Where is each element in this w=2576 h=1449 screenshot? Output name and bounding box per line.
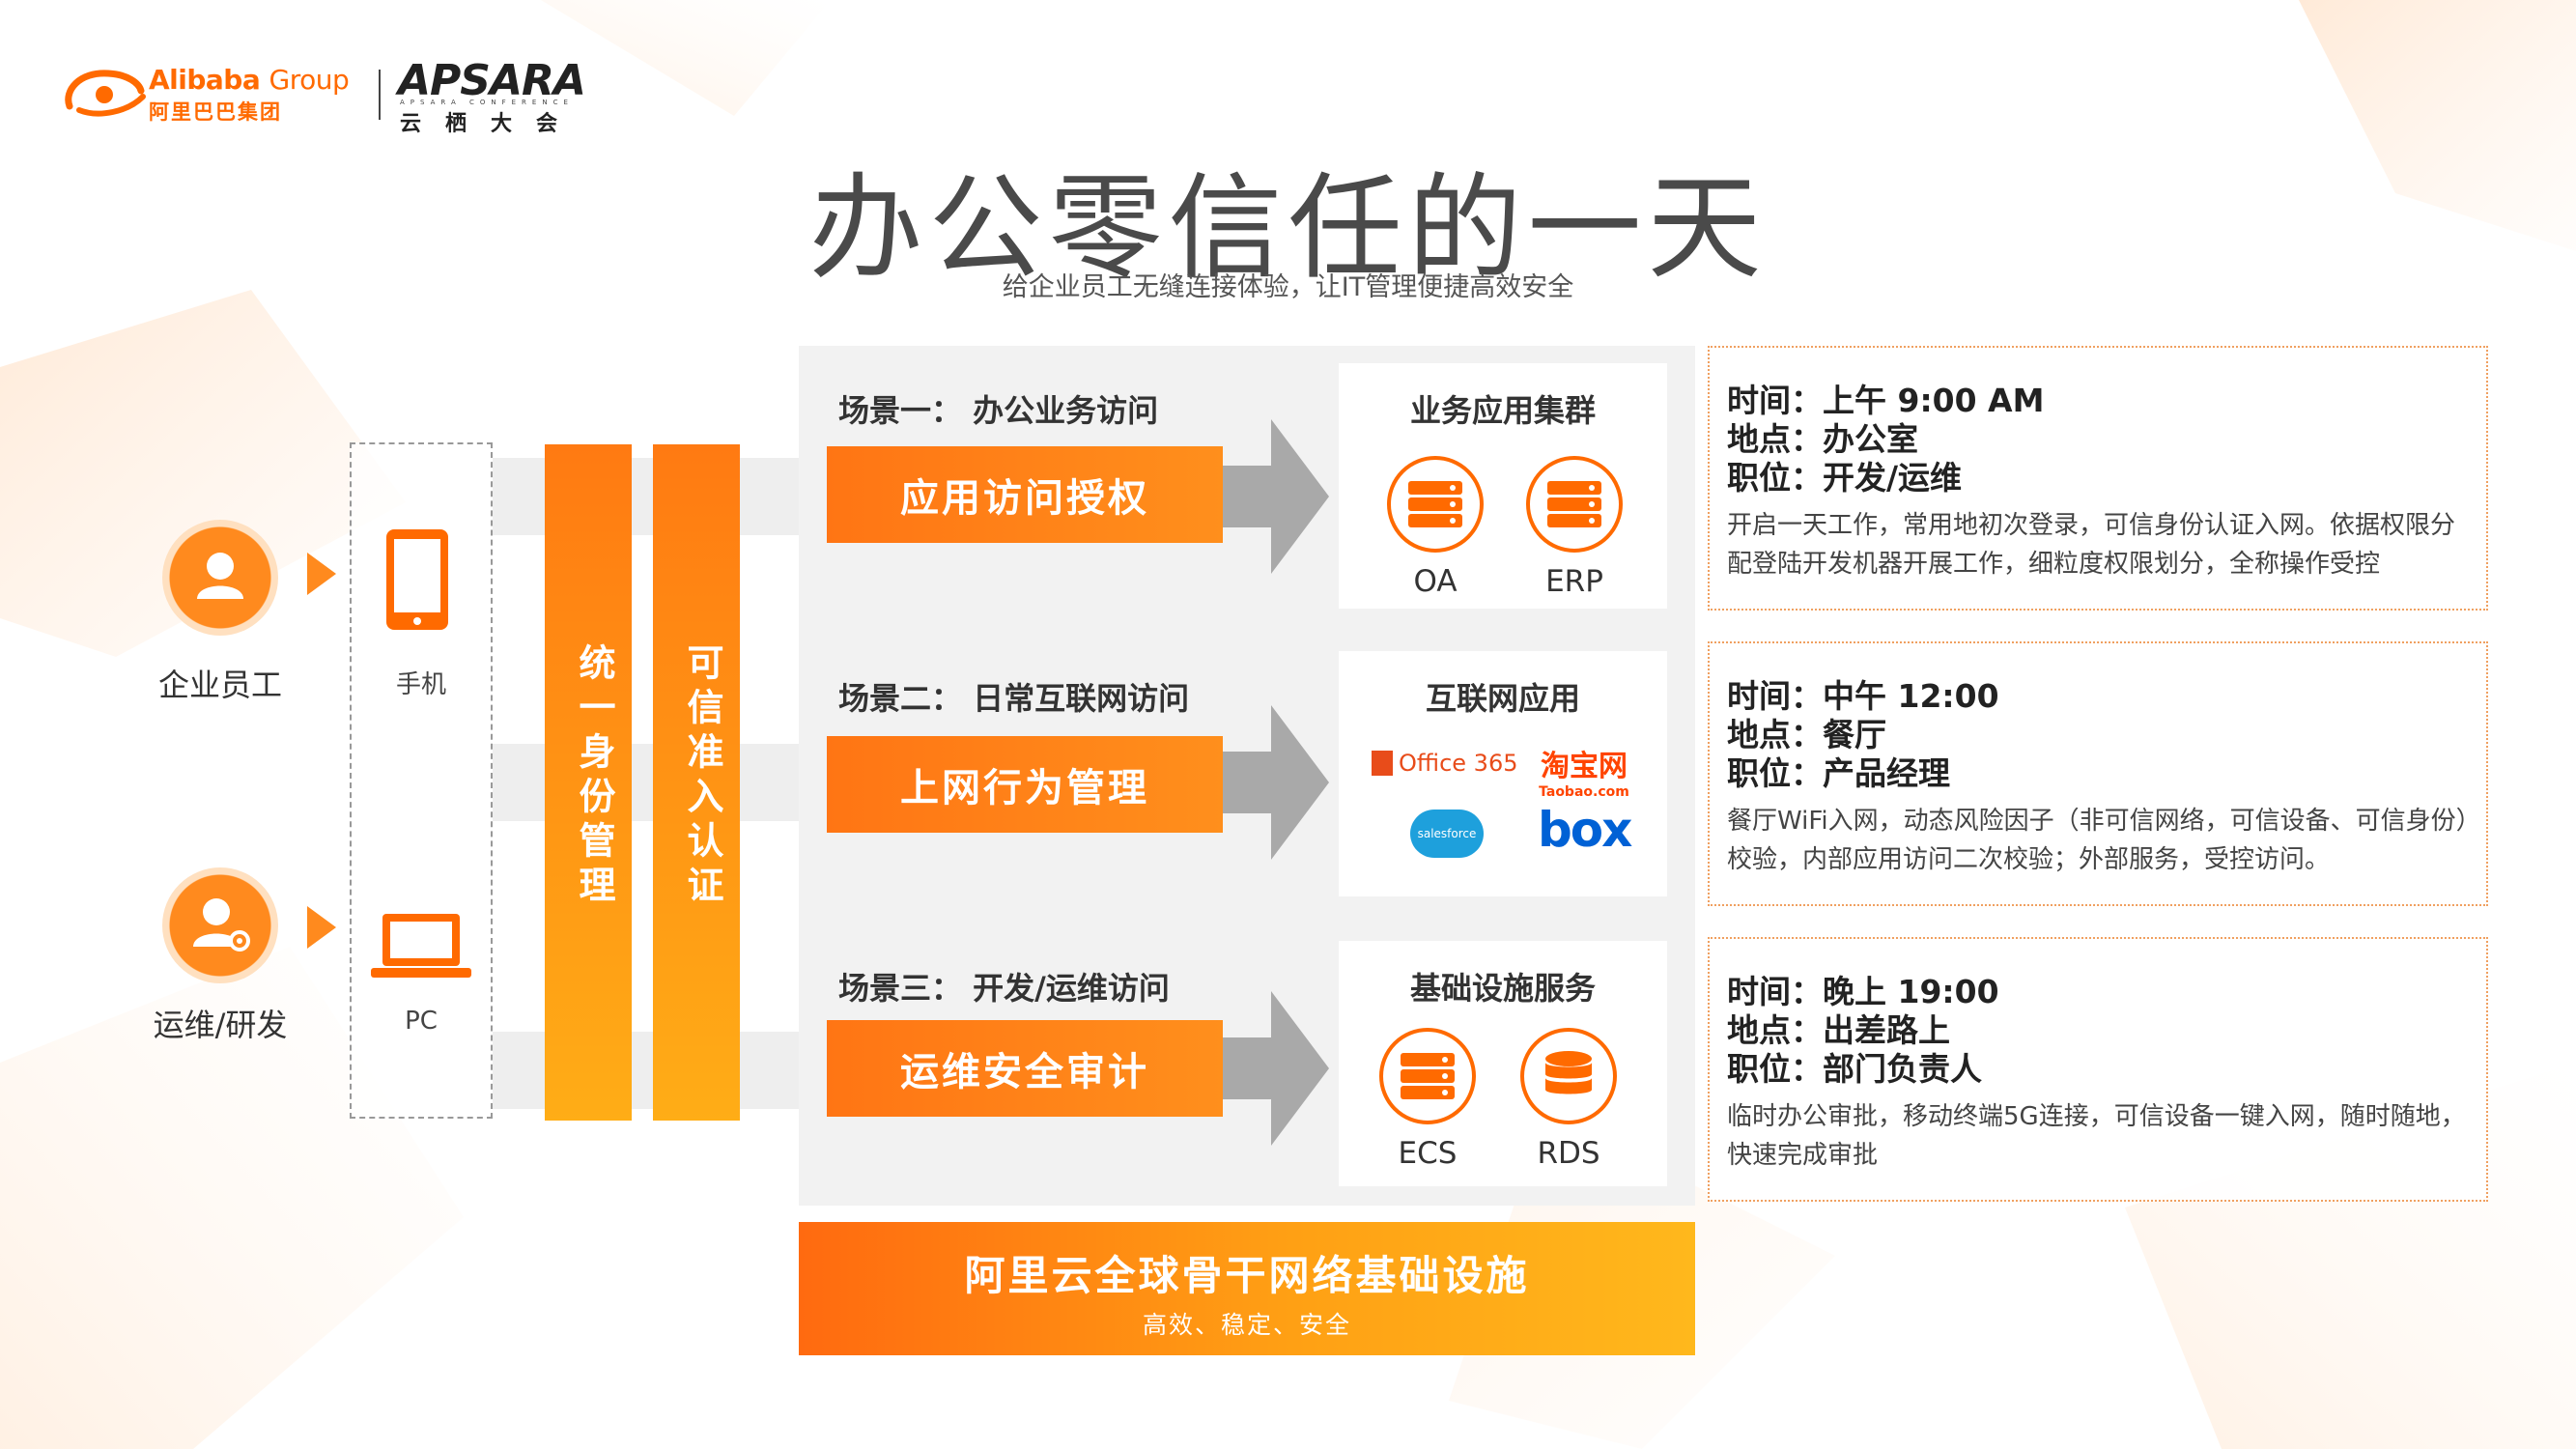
alibaba-name: Alibaba <box>149 64 261 96</box>
taobao-sub: Taobao.com <box>1539 784 1629 800</box>
apsara-cn-name: 云栖大会 <box>400 112 582 136</box>
scene-1-title: 场景一： 办公业务访问 <box>838 392 1159 429</box>
apsara-name: APSARA <box>398 56 586 105</box>
oa-server[interactable] <box>1387 456 1484 553</box>
connector-1 <box>493 458 802 535</box>
connector-2 <box>493 744 802 821</box>
app-access-auth-button[interactable]: 应用访问授权 <box>827 446 1223 543</box>
morning-place: 地点：办公室 <box>1727 420 1918 458</box>
evening-role: 职位：部门负责人 <box>1727 1050 1982 1088</box>
phone-icon <box>386 529 448 630</box>
infra-service-title: 基础设施服务 <box>1409 970 1596 1007</box>
oa-label: OA <box>1413 564 1458 599</box>
phone-label: 手机 <box>395 670 446 699</box>
office365-logo[interactable]: Office 365 <box>1372 750 1518 777</box>
ops-label: 运维/研发 <box>153 1007 288 1043</box>
server-icon <box>1408 481 1462 527</box>
business-app-title: 业务应用集群 <box>1409 392 1596 429</box>
scene-2-arrow-icon <box>1194 705 1329 860</box>
page-subtitle: 给企业员工无缝连接体验，让IT管理便捷高效安全 <box>1002 272 1574 302</box>
morning-desc: 开启一天工作，常用地初次登录，可信身份认证入网。依据权限分配登陆开发机器开展工作… <box>1727 511 2456 579</box>
morning-role: 职位：开发/运维 <box>1727 459 1963 497</box>
apsara-sub: APSARA CONFERENCE <box>400 99 574 106</box>
server-icon <box>1547 481 1601 527</box>
box-logo[interactable]: box <box>1538 802 1632 858</box>
server-icon <box>1401 1053 1455 1099</box>
employee-arrow-icon <box>307 553 336 595</box>
evening-place: 地点：出差路上 <box>1727 1011 1950 1049</box>
taobao-label: 淘宝网 <box>1541 750 1628 783</box>
rds-database[interactable] <box>1520 1028 1617 1124</box>
identity-management-label: 统一身份管理 <box>573 643 615 910</box>
trusted-access-label: 可信准入认证 <box>681 643 723 910</box>
rds-label: RDS <box>1537 1136 1600 1171</box>
ecs-label: ECS <box>1398 1136 1458 1171</box>
page-title: 办公零信任的一天 <box>808 161 1768 295</box>
info-card-evening: 时间：晚上 19:00 地点：出差路上 职位：部门负责人 临时办公审批，移动终端… <box>1708 937 2488 1202</box>
ops-arrow-icon <box>307 906 336 949</box>
erp-label: ERP <box>1545 564 1603 599</box>
user-gear-icon <box>193 898 250 952</box>
scene-1-arrow-icon <box>1194 419 1329 574</box>
internet-app-title: 互联网应用 <box>1425 680 1580 717</box>
alibaba-cn-name: 阿里巴巴集团 <box>149 100 282 124</box>
ops-audit-button[interactable]: 运维安全审计 <box>827 1020 1223 1117</box>
trusted-access-bar <box>653 444 740 1121</box>
laptop-icon <box>371 914 471 978</box>
banner-title: 阿里云全球骨干网络基础设施 <box>964 1252 1530 1299</box>
alibaba-group-logo: Alibaba Group 阿里巴巴集团 <box>60 60 369 128</box>
scene-2-title: 场景二： 日常互联网访问 <box>838 680 1190 717</box>
web-behavior-button[interactable]: 上网行为管理 <box>827 736 1223 833</box>
salesforce-logo[interactable]: salesforce <box>1410 810 1484 858</box>
info-card-noon: 时间：中午 12:00 地点：餐厅 职位：产品经理 餐厅WiFi入网，动态风险因… <box>1708 641 2488 906</box>
salesforce-label: salesforce <box>1417 827 1477 840</box>
logo-divider <box>379 70 381 120</box>
office-icon <box>1372 751 1393 776</box>
ops-avatar <box>162 867 278 983</box>
scene-3-arrow-icon <box>1194 991 1329 1146</box>
noon-place: 地点：餐厅 <box>1727 716 1886 753</box>
noon-role: 职位：产品经理 <box>1727 754 1950 792</box>
erp-server[interactable] <box>1526 456 1623 553</box>
identity-management-bar <box>545 444 632 1121</box>
noon-time: 时间：中午 12:00 <box>1727 677 1999 715</box>
user-icon <box>197 553 243 599</box>
employee-avatar <box>162 520 278 636</box>
apsara-conference-logo: APSARA APSARA CONFERENCE 云栖大会 <box>398 56 586 136</box>
connector-3 <box>493 1032 802 1109</box>
internet-app-card <box>1339 651 1667 896</box>
ecs-server[interactable] <box>1379 1028 1476 1124</box>
noon-desc: 餐厅WiFi入网，动态风险因子（非可信网络，可信设备、可信身份）校验，内部应用访… <box>1727 807 2469 874</box>
banner-subtitle: 高效、稳定、安全 <box>1142 1311 1351 1339</box>
evening-desc: 临时办公审批，移动终端5G连接，可信设备一键入网，随时随地，快速完成审批 <box>1727 1102 2466 1170</box>
office365-label: Office 365 <box>1399 750 1518 777</box>
evening-time: 时间：晚上 19:00 <box>1727 973 1999 1010</box>
info-card-morning: 时间：上午 9:00 AM 地点：办公室 职位：开发/运维 开启一天工作，常用地… <box>1708 346 2488 611</box>
morning-time: 时间：上午 9:00 AM <box>1727 382 2045 419</box>
employee-label: 企业员工 <box>157 667 282 703</box>
alibaba-group-word: Group <box>269 64 350 96</box>
backbone-network-banner <box>799 1222 1695 1355</box>
pc-label: PC <box>405 1007 438 1036</box>
alibaba-smile-icon <box>65 70 146 117</box>
taobao-logo[interactable]: 淘宝网 Taobao.com <box>1536 742 1632 800</box>
database-icon <box>1545 1051 1592 1094</box>
scene-3-title: 场景三： 开发/运维访问 <box>838 970 1170 1007</box>
